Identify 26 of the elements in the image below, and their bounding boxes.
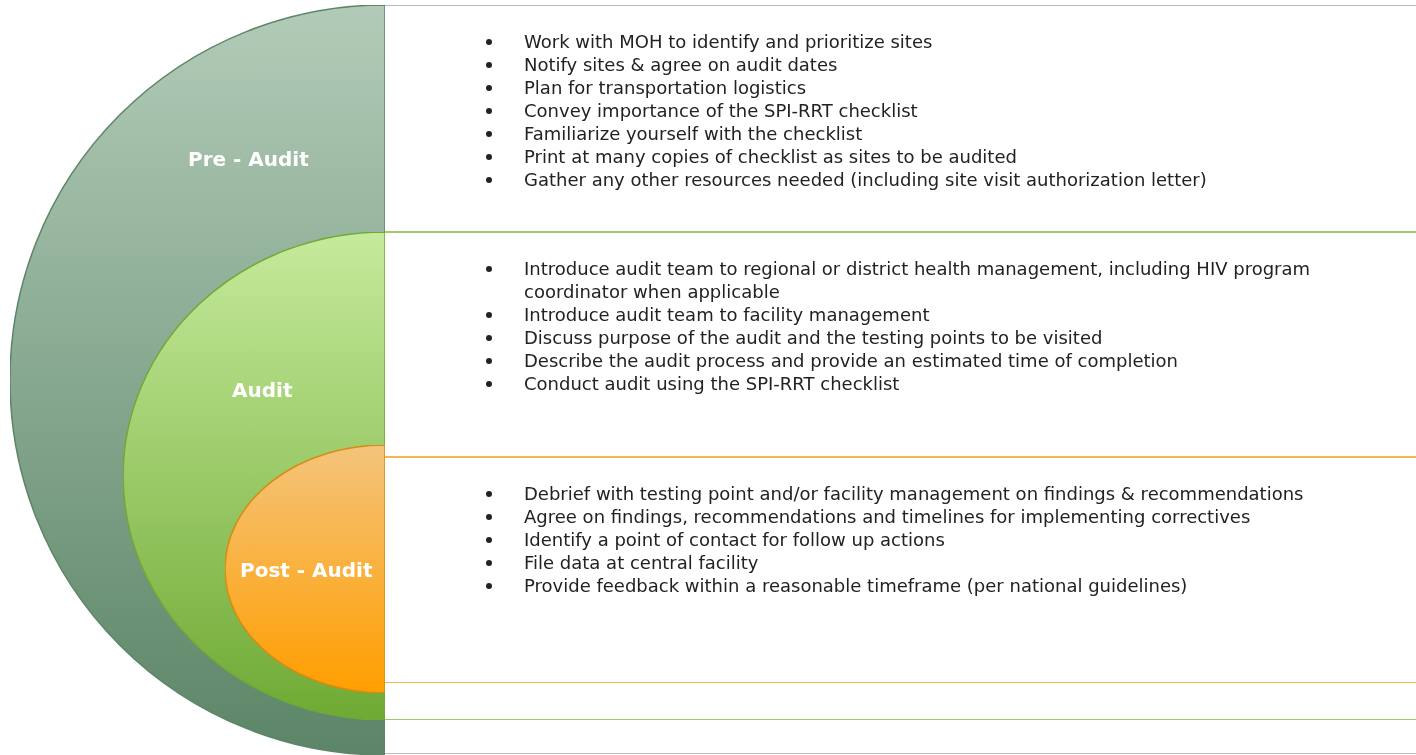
bullet-item: Agree on findings, recommendations and timelines for implementing correctives [524, 505, 1416, 528]
half-circle-band [123, 232, 385, 720]
stage-label: Pre - Audit [188, 147, 309, 171]
half-circle-band [225, 445, 385, 693]
text-panel [385, 232, 1416, 457]
bullet-item: Debrief with testing point and/or facility management on findings & recommendations [524, 482, 1416, 505]
bullet-item: Describe the audit process and provide an estimated time of completion [524, 349, 1416, 372]
text-panel [385, 5, 1416, 232]
bullet-item: Provide feedback within a reasonable timeframe (per national guidelines) [524, 574, 1416, 597]
bullet-item: Notify sites & agree on audit dates [524, 53, 1416, 76]
bullet-item: Print at many copies of checklist as sites to be audited [524, 145, 1416, 168]
half-circle-band [10, 5, 385, 755]
bullet-item: Gather any other resources needed (including site visit authorization letter) [524, 168, 1416, 191]
bullet-item: Work with MOH to identify and prioritize sites [524, 30, 1416, 53]
text-panel [385, 457, 1416, 683]
bullet-item: Discuss purpose of the audit and the testing points to be visited [524, 326, 1416, 349]
bullet-item: Conduct audit using the SPI-RRT checklist [524, 372, 1416, 395]
stage-label: Post - Audit [240, 558, 373, 582]
stage-label: Audit [232, 378, 293, 402]
bullet-item: Identify a point of contact for follow up actions [524, 528, 1416, 551]
bullet-item: Introduce audit team to regional or district health management, including HIV program coordinator when applicable [524, 257, 1416, 303]
bullet-item: Familiarize yourself with the checklist [524, 122, 1416, 145]
bullet-item: Plan for transportation logistics [524, 76, 1416, 99]
bullet-item: Convey importance of the SPI-RRT checklist [524, 99, 1416, 122]
bullet-item: File data at central facility [524, 551, 1416, 574]
bullet-item: Introduce audit team to facility management [524, 303, 1416, 326]
